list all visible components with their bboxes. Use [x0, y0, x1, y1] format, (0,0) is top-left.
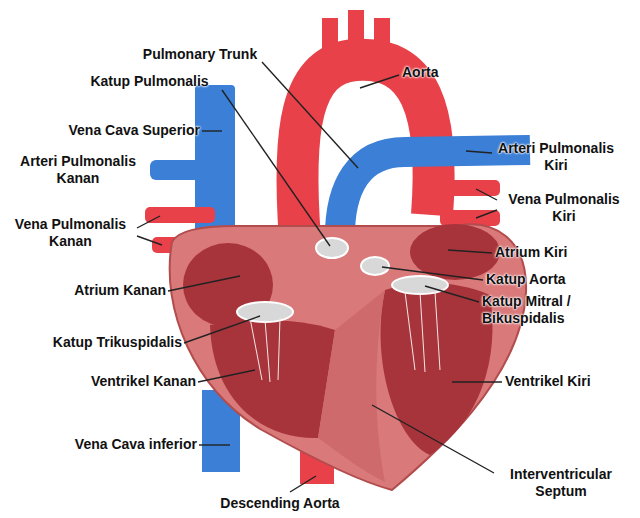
part-label: Vena Pulmonalis Kanan [3, 216, 138, 250]
part-label: Katup Mitral / Bikuspidalis [482, 293, 627, 327]
part-label: Vena Pulmonalis Kiri [498, 191, 630, 225]
part-label: Katup Aorta [486, 271, 596, 288]
part-label: Atrium Kanan [48, 282, 166, 299]
part-label: Descending Aorta [200, 495, 360, 512]
part-label: Ventrikel Kanan [58, 373, 196, 390]
part-label: Vena Cava inferior [22, 436, 197, 453]
part-label: Vena Cava Superior [28, 122, 200, 139]
part-label: Aorta [402, 64, 462, 81]
part-label: Katup Trikuspidalis [18, 334, 182, 351]
part-label: Arteri Pulmonalis Kiri [492, 140, 620, 174]
part-label: Arteri Pulmonalis Kanan [3, 153, 153, 187]
part-label: Atrium Kiri [495, 244, 605, 261]
part-label: Ventrikel Kiri [505, 373, 620, 390]
part-label: Katup Pulmonalis [62, 73, 237, 90]
part-label: Interventricular Septum [492, 466, 630, 500]
part-label: Pulmonary Trunk [130, 46, 270, 63]
